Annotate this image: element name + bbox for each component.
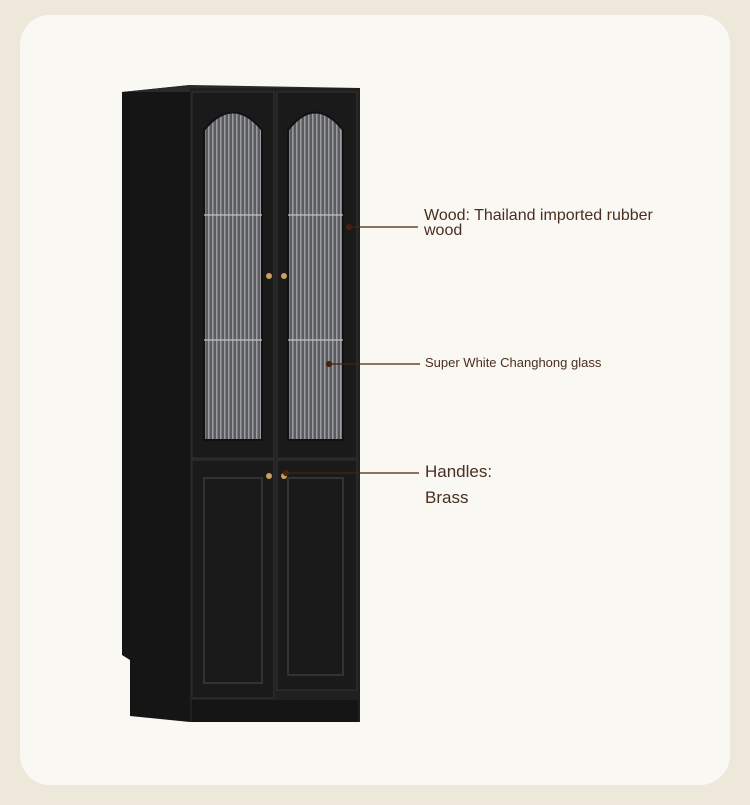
handles-annotation-value: Brass [425, 488, 469, 507]
handles-annotation-title: Handles: [425, 462, 493, 481]
cabinet-side-panel [122, 85, 190, 722]
leader-lines [282, 223, 420, 477]
cabinet-base [192, 700, 358, 722]
wood-annotation: Wood: Thailand imported rubber wood [424, 207, 653, 239]
upper-right-door [276, 91, 358, 459]
lower-doors [191, 459, 358, 699]
glass-annotation: Super White Changhong glass [425, 355, 602, 370]
upper-left-door [191, 91, 275, 459]
